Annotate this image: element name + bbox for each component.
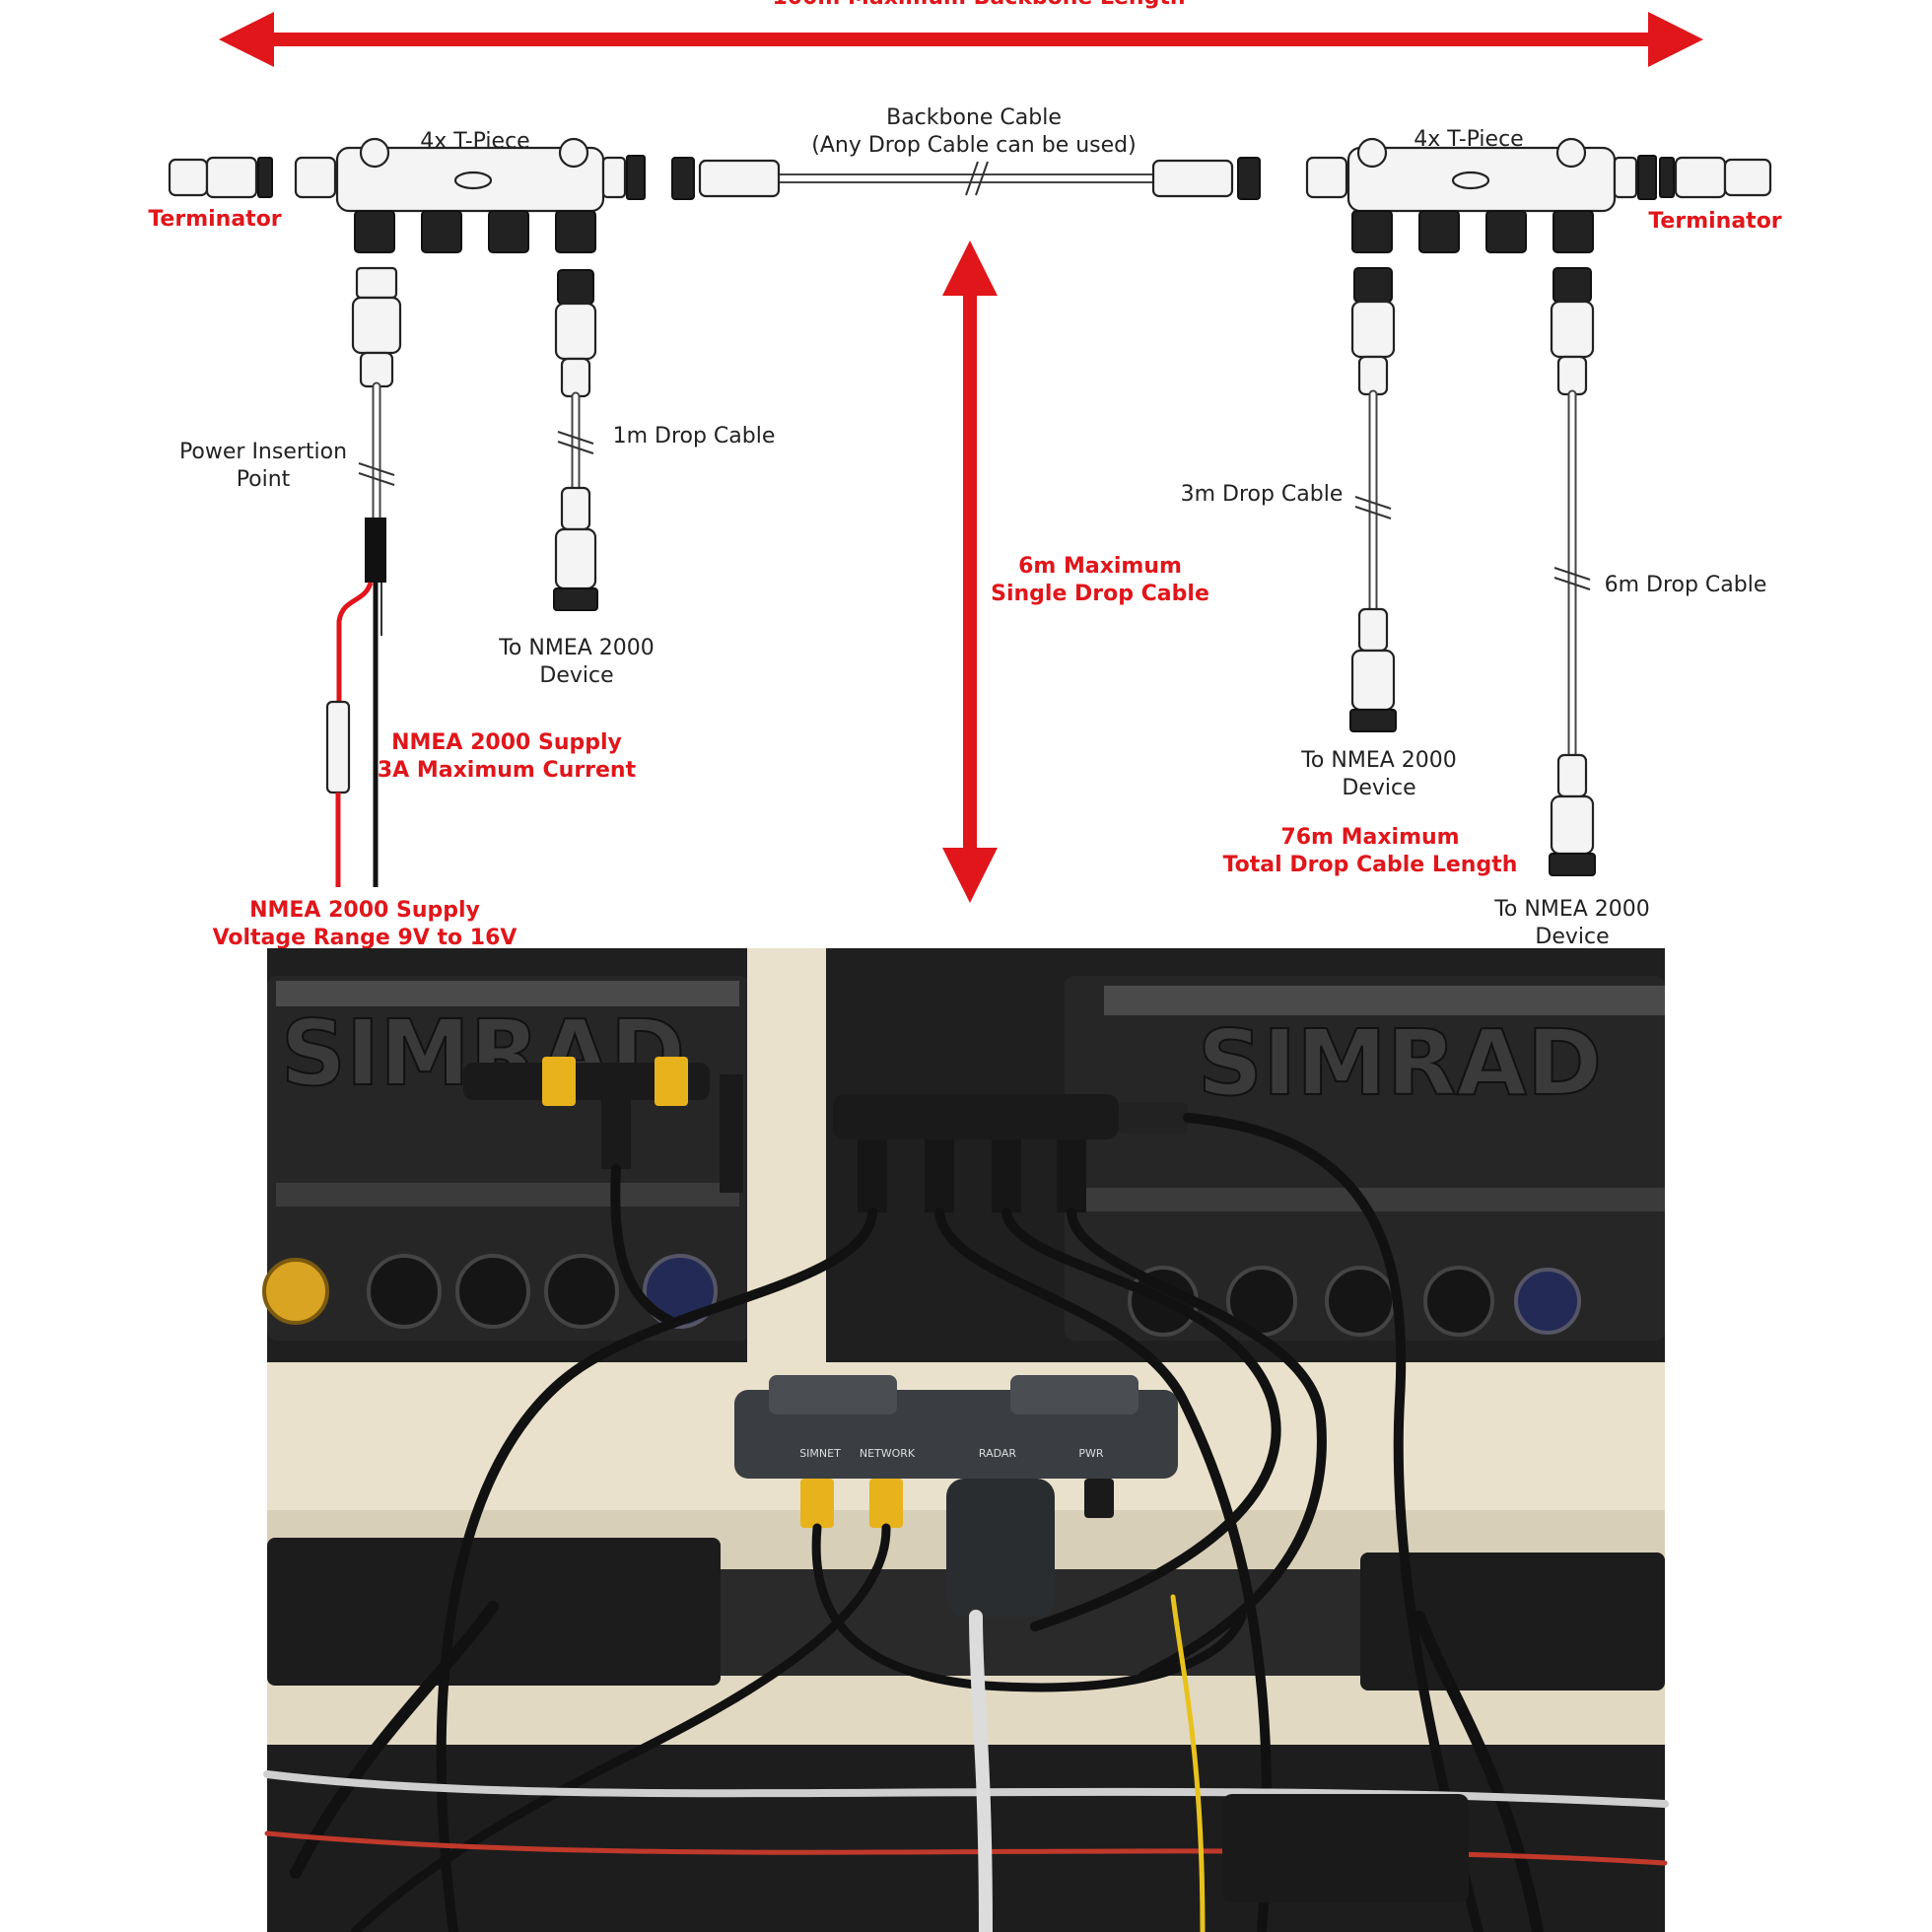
- terminator-left-icon: [168, 156, 273, 199]
- power-insertion-drop: [325, 266, 402, 887]
- module-label-simnet: SIMNET: [799, 1447, 841, 1460]
- drop-cable-1m: [553, 269, 598, 611]
- module-label-network: NETWORK: [860, 1447, 916, 1460]
- t-piece-right-icon: [1305, 137, 1657, 253]
- max-drop-label-line1: 6m Maximum: [1018, 554, 1182, 579]
- t-piece-left-label: 4x T-Piece: [420, 129, 529, 154]
- supply-current-label-line1: NMEA 2000 Supply: [391, 730, 622, 755]
- power-insertion-label-line1: Power Insertion: [179, 440, 347, 464]
- backbone-cable-label-line2: (Any Drop Cable can be used): [811, 133, 1136, 158]
- max-drop-arrow: [942, 241, 998, 903]
- module-label-pwr: PWR: [1078, 1447, 1104, 1460]
- terminator-left-label: Terminator: [148, 207, 281, 232]
- max-drop-label-line2: Single Drop Cable: [991, 582, 1209, 606]
- t-piece-right-label: 4x T-Piece: [1414, 127, 1523, 152]
- drop-3m-label: 3m Drop Cable: [1181, 482, 1344, 507]
- drop-1m-label: 1m Drop Cable: [613, 424, 776, 448]
- supply-voltage-label-line2: Voltage Range 9V to 16V: [213, 926, 518, 950]
- terminator-right-label: Terminator: [1648, 209, 1781, 234]
- installation-photo: SIMRAD SIMRAD: [262, 948, 1669, 1932]
- total-drop-label-line2: Total Drop Cable Length: [1223, 853, 1518, 877]
- device-b-label-line1: To NMEA 2000: [1300, 748, 1457, 773]
- drop-cable-3m: [1349, 267, 1397, 732]
- network-diagram: 100m Maximum Backbone Length Backbone Ca…: [148, 0, 1781, 950]
- terminator-right-icon: [1659, 156, 1772, 199]
- simrad-logo-right: SIMRAD: [1198, 1010, 1602, 1116]
- large-t-piece: [833, 1094, 1188, 1212]
- device-c-label-line2: Device: [1535, 925, 1609, 949]
- module-label-radar: RADAR: [979, 1447, 1017, 1460]
- device-a-label-line1: To NMEA 2000: [498, 636, 655, 660]
- photo-cables: [263, 1113, 1669, 1932]
- supply-current-label-line2: 3A Maximum Current: [378, 758, 637, 783]
- supply-voltage-label-line1: NMEA 2000 Supply: [249, 898, 480, 923]
- device-a-label-line2: Device: [539, 663, 613, 688]
- backbone-cable-label-line1: Backbone Cable: [886, 105, 1062, 130]
- device-b-label-line2: Device: [1342, 776, 1415, 800]
- drop-6m-label: 6m Drop Cable: [1605, 573, 1767, 597]
- small-t-piece: [463, 1057, 743, 1193]
- backbone-length-arrow: [219, 12, 1703, 67]
- total-drop-label-line1: 76m Maximum: [1280, 825, 1459, 850]
- backbone-cable: [671, 157, 1261, 200]
- simrad-unit-left: SIMRAD: [262, 976, 750, 1341]
- drop-cable-6m: [1549, 267, 1596, 876]
- power-insertion-label-line2: Point: [237, 467, 291, 492]
- fuse-block: [1222, 1794, 1469, 1902]
- backbone-length-label: 100m Maximum Backbone Length: [772, 0, 1185, 10]
- device-c-label-line1: To NMEA 2000: [1493, 897, 1650, 922]
- network-module: SIMNET NETWORK RADAR PWR: [734, 1375, 1178, 1617]
- simrad-unit-right: SIMRAD: [1065, 976, 1665, 1341]
- t-piece-left-icon: [294, 137, 646, 253]
